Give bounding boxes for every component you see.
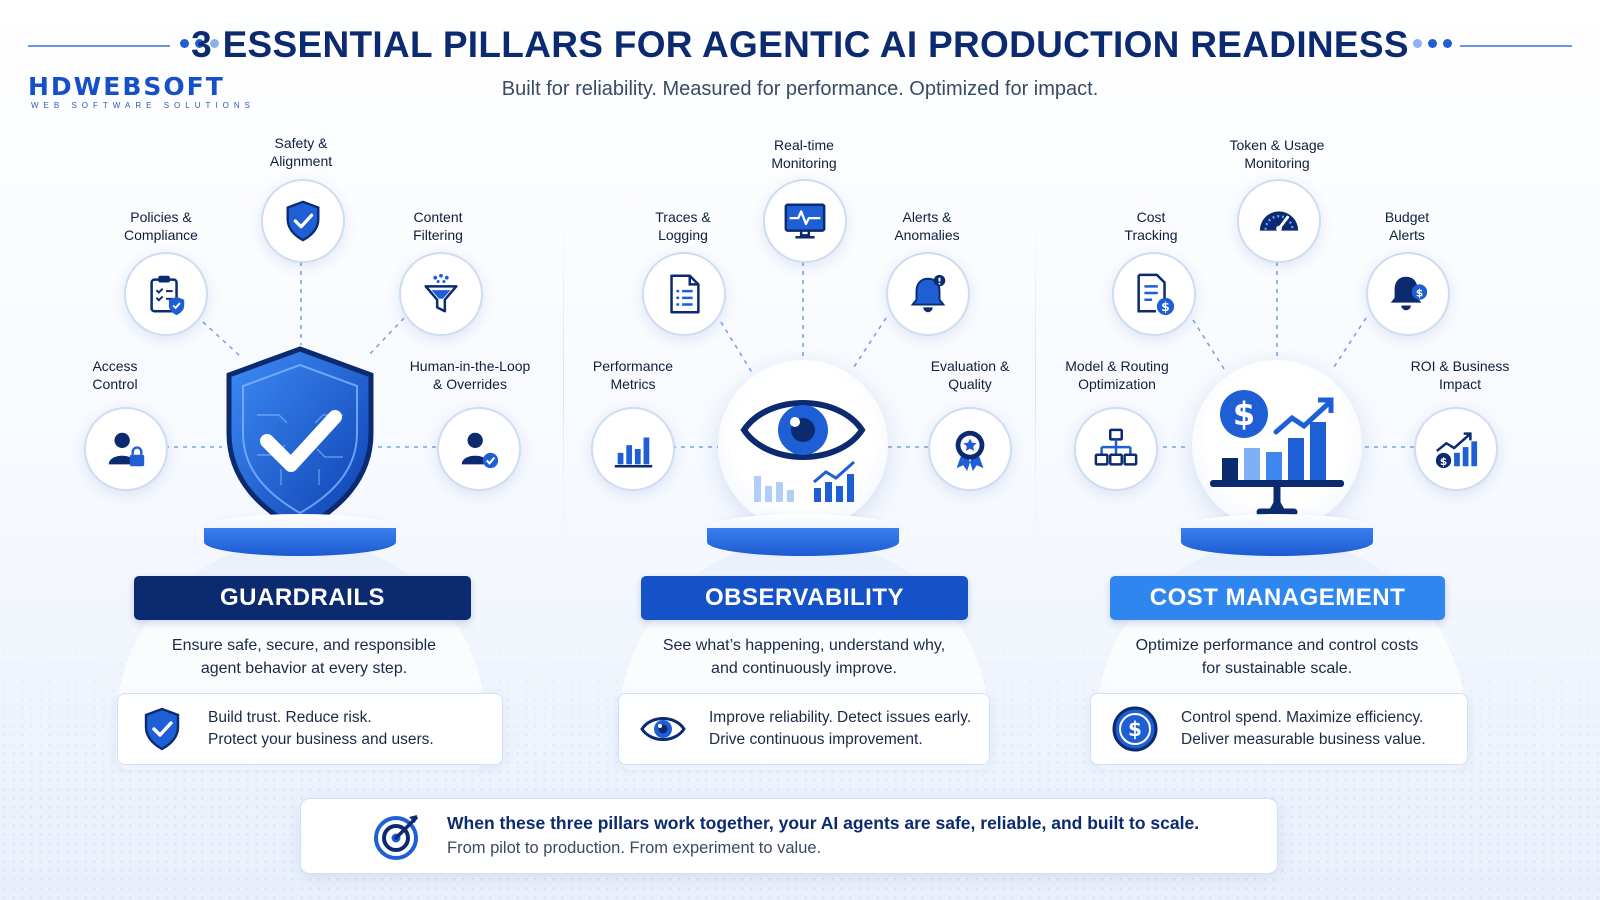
pillar-banner-guardrails: GUARDRAILS (134, 576, 471, 620)
hero-eye-circle (718, 360, 888, 530)
node-alerts-anomalies (886, 252, 970, 336)
footer-headline: When these three pillars work together, … (447, 813, 1200, 833)
node-label-access-control: Access Control (92, 358, 138, 392)
header-decoration-dots-right (1413, 39, 1452, 48)
node-roi-impact: $ (1414, 407, 1498, 491)
award-badge-icon (955, 430, 985, 472)
shield-check-icon (286, 200, 320, 242)
description-line: Optimize performance and control costs (1135, 637, 1419, 654)
svg-text:$: $ (1233, 395, 1255, 433)
eye-icon (740, 400, 866, 502)
svg-text:$: $ (1440, 456, 1447, 468)
node-real-time-monitoring (763, 179, 847, 263)
benefit-card-cost-management: $ Control spend. Maximize efficiency. De… (1090, 693, 1468, 765)
node-label-safety-alignment: Safety & Alignment (269, 135, 333, 169)
filter-funnel-icon (424, 273, 458, 313)
benefit-card-observability: Improve reliability. Detect issues early… (618, 693, 990, 765)
node-token-usage (1237, 179, 1321, 263)
description-line: agent behavior at every step. (200, 660, 408, 677)
bar-chart-icon (614, 437, 653, 468)
eye-icon (640, 717, 686, 741)
node-label-alerts-anomalies: Alerts & Anomalies (894, 209, 960, 243)
node-cost-tracking: $ (1112, 252, 1196, 336)
node-access-control (84, 407, 168, 491)
logo-tagline: WEB SOFTWARE SOLUTIONS (31, 101, 255, 110)
benefit-card-guardrails: Build trust. Reduce risk. Protect your b… (117, 693, 503, 765)
logo-wordmark: HDWEBSOFT (28, 72, 225, 101)
node-label-token-usage: Token & Usage Monitoring (1229, 137, 1325, 171)
document-list-icon (670, 274, 700, 314)
node-label-traces-logging: Traces & Logging (655, 209, 711, 243)
node-model-routing (1074, 407, 1158, 491)
node-label-cost-tracking: Cost Tracking (1124, 209, 1178, 243)
pillar-description-observability: See what’s happening, understand why, an… (614, 634, 994, 680)
node-budget-alerts: $ (1366, 252, 1450, 336)
node-label-policies-compliance: Policies & Compliance (124, 209, 198, 243)
node-label-content-filtering: Content Filtering (413, 209, 463, 243)
pillar-description-guardrails: Ensure safe, secure, and responsible age… (114, 634, 494, 680)
hero-shield-icon (226, 346, 374, 534)
shield-check-icon (144, 707, 180, 751)
node-label-budget-alerts: Budget Alerts (1384, 209, 1430, 243)
benefit-line: Improve reliability. Detect issues early… (709, 709, 972, 726)
node-label-model-routing: Model & Routing Optimization (1065, 358, 1169, 392)
page-title: 3 ESSENTIAL PILLARS FOR AGENTIC AI PRODU… (191, 24, 1409, 65)
svg-text:$: $ (1161, 299, 1170, 314)
node-performance-metrics (591, 407, 675, 491)
user-check-icon (461, 432, 499, 469)
pillar-description-cost-management: Optimize performance and control costs f… (1087, 634, 1467, 680)
pedestal-base (707, 528, 899, 556)
footer-subline: From pilot to production. From experimen… (447, 839, 822, 857)
node-policies-compliance (124, 252, 208, 336)
roi-chart-icon: $ (1435, 432, 1478, 469)
benefit-line: Protect your business and users. (208, 731, 434, 748)
hierarchy-icon (1094, 428, 1138, 466)
footer-callout: When these three pillars work together, … (300, 798, 1278, 874)
description-line: and continuously improve. (711, 660, 897, 677)
gauge-icon (1259, 211, 1299, 232)
svg-text:$: $ (1128, 717, 1142, 741)
pedestal-base (1181, 528, 1373, 556)
cost-scale-chart-icon: $ (1210, 390, 1344, 516)
header-decoration-line-right (1460, 45, 1572, 47)
user-lock-icon (108, 432, 145, 467)
pedestal-base (204, 528, 396, 556)
node-label-evaluation-quality: Evaluation & Quality (930, 358, 1010, 392)
svg-text:$: $ (1416, 287, 1423, 299)
dollar-circle-icon: $ (1112, 706, 1158, 752)
node-traces-logging (642, 252, 726, 336)
target-icon (374, 815, 418, 860)
monitor-pulse-icon (784, 203, 826, 239)
description-line: See what’s happening, understand why, (662, 637, 946, 654)
benefit-text: Build trust. Reduce risk. Protect your b… (208, 707, 434, 751)
column-divider (563, 210, 564, 550)
benefit-line: Drive continuous improvement. (709, 731, 923, 748)
header-decoration-line-left (28, 45, 170, 47)
node-evaluation-quality (928, 407, 1012, 491)
node-content-filtering (399, 252, 483, 336)
benefit-line: Control spend. Maximize efficiency. (1181, 709, 1424, 726)
node-human-in-the-loop (437, 407, 521, 491)
header-decoration-dots-left (180, 39, 219, 48)
description-line: for sustainable scale. (1201, 660, 1353, 677)
benefit-text: Improve reliability. Detect issues early… (709, 707, 971, 751)
node-label-roi-impact: ROI & Business Impact (1410, 358, 1510, 392)
document-dollar-icon: $ (1137, 273, 1175, 316)
page-subtitle: Built for reliability. Measured for perf… (501, 78, 1099, 100)
clipboard-check-icon (150, 275, 185, 316)
description-line: Ensure safe, secure, and responsible (171, 637, 437, 654)
node-safety-alignment (261, 179, 345, 263)
pillar-banner-cost-management: COST MANAGEMENT (1110, 576, 1445, 620)
node-label-human-in-the-loop: Human-in-the-Loop & Overrides (409, 358, 531, 392)
benefit-line: Build trust. Reduce risk. (208, 709, 372, 726)
column-divider (1035, 210, 1036, 550)
bell-dollar-icon: $ (1390, 276, 1428, 311)
hero-cost-circle: $ (1192, 360, 1362, 530)
node-label-real-time-monitoring: Real-time Monitoring (771, 137, 837, 171)
benefit-text: Control spend. Maximize efficiency. Deli… (1181, 707, 1426, 751)
node-label-performance-metrics: Performance Metrics (592, 358, 674, 392)
pillar-banner-observability: OBSERVABILITY (641, 576, 968, 620)
bell-alert-icon (910, 274, 946, 313)
benefit-line: Deliver measurable business value. (1181, 731, 1426, 748)
